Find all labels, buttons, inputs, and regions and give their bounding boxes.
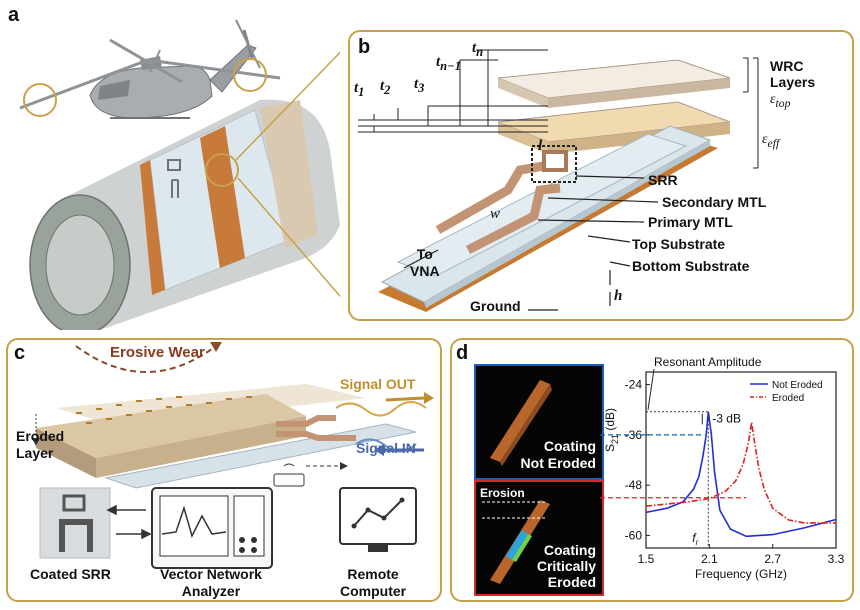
vna-label: Vector Network Analyzer — [160, 566, 262, 599]
vna-icon — [151, 487, 273, 569]
coating-critically-eroded-label: Coating Critically Eroded — [536, 542, 596, 590]
w-label: w — [490, 206, 501, 222]
minus3db-label: -3 dB — [712, 411, 741, 425]
x-tick-label: 2.1 — [701, 552, 718, 566]
panel-c-letter: c — [14, 342, 26, 364]
fr-label-sub: r — [696, 538, 699, 547]
substrate-stack-icon — [378, 125, 718, 312]
wrc-layers-icon — [497, 59, 731, 154]
leader-lines — [403, 175, 659, 311]
sim-not-eroded-panel: Coating Not Eroded — [474, 364, 604, 480]
connection-arrows — [106, 504, 152, 540]
t3-label: t3 — [414, 76, 425, 95]
remote-computer-label: Remote Computer — [340, 566, 407, 599]
panel-a-letter: a — [8, 4, 20, 26]
helicopter-icon — [19, 19, 281, 119]
signal-out-label: Signal OUT — [340, 376, 416, 392]
thickness-guides — [358, 49, 759, 169]
eroded-layer-label: Eroded Layer — [16, 428, 65, 461]
x-tick-label: 3.3 — [828, 552, 845, 566]
sim-eroded-panel: Erosion Coating Critically Eroded — [474, 480, 604, 596]
t2-label: t2 — [380, 78, 391, 97]
panel-a-illustration — [19, 19, 340, 330]
coated-sensor-icon — [32, 342, 434, 489]
beam-eroded-icon — [482, 500, 550, 584]
y-axis-label-sub: 21 — [610, 434, 620, 444]
panel-c-illustration — [32, 342, 434, 569]
y-tick-label: -48 — [625, 478, 643, 492]
h-label: h — [614, 288, 623, 304]
blade-section-icon — [29, 51, 340, 330]
srr-label: SRR — [648, 172, 678, 188]
coating-not-eroded-label: Coating Not Eroded — [520, 438, 596, 471]
panel-b-illustration — [358, 49, 759, 312]
t1-label: t1 — [354, 80, 365, 99]
x-axis-label: Frequency (GHz) — [695, 567, 787, 581]
top-substrate-label: Top Substrate — [632, 236, 726, 252]
y-axis-label-unit: (dB) — [603, 408, 617, 434]
y-axis-label-main: S — [603, 444, 617, 452]
y-tick-label: -24 — [625, 378, 643, 392]
l-label: l — [538, 138, 543, 154]
ground-label: Ground — [470, 298, 521, 314]
to-vna-label: To VNA — [410, 246, 440, 279]
series-line-not-eroded — [645, 411, 837, 538]
coated-srr-label: Coated SRR — [30, 566, 111, 582]
tn1-label: tn−1 — [436, 54, 461, 73]
eps-top-label: εtop — [770, 92, 791, 110]
erosive-wear-label: Erosive Wear — [110, 344, 205, 361]
y-axis-label: S21 (dB) — [603, 408, 620, 452]
x-tick-label: 1.5 — [638, 552, 655, 566]
panel-d-letter: d — [456, 342, 469, 364]
resonant-amplitude-label: Resonant Amplitude — [654, 355, 762, 369]
series-line-eroded — [645, 422, 836, 524]
primary-mtl-label: Primary MTL — [648, 214, 733, 230]
fr-label-main: f — [692, 531, 697, 545]
signal-in-label: Signal IN — [356, 440, 416, 456]
wrc-layers-label: WRC Layers — [770, 58, 816, 90]
fr-label: fr — [692, 531, 698, 547]
tn-label: tn — [472, 40, 484, 59]
eps-eff-label: εeff — [762, 132, 780, 150]
panel-b-letter: b — [358, 36, 371, 58]
router-icon — [273, 462, 348, 487]
secondary-mtl-label: Secondary MTL — [662, 194, 767, 210]
mtl-srr-icon — [435, 145, 577, 255]
legend-label: Eroded — [772, 393, 804, 404]
resonant-amplitude-pointer — [647, 368, 655, 410]
legend-label: Not Eroded — [772, 380, 823, 391]
x-tick-label: 2.7 — [764, 552, 781, 566]
erosion-label: Erosion — [480, 486, 525, 500]
y-tick-label: -60 — [625, 528, 643, 542]
remote-computer-icon — [339, 487, 417, 552]
bottom-substrate-label: Bottom Substrate — [632, 258, 750, 274]
beam-not-eroded-icon — [490, 380, 552, 466]
coated-srr-icon — [39, 487, 111, 559]
plot-area — [645, 371, 837, 549]
